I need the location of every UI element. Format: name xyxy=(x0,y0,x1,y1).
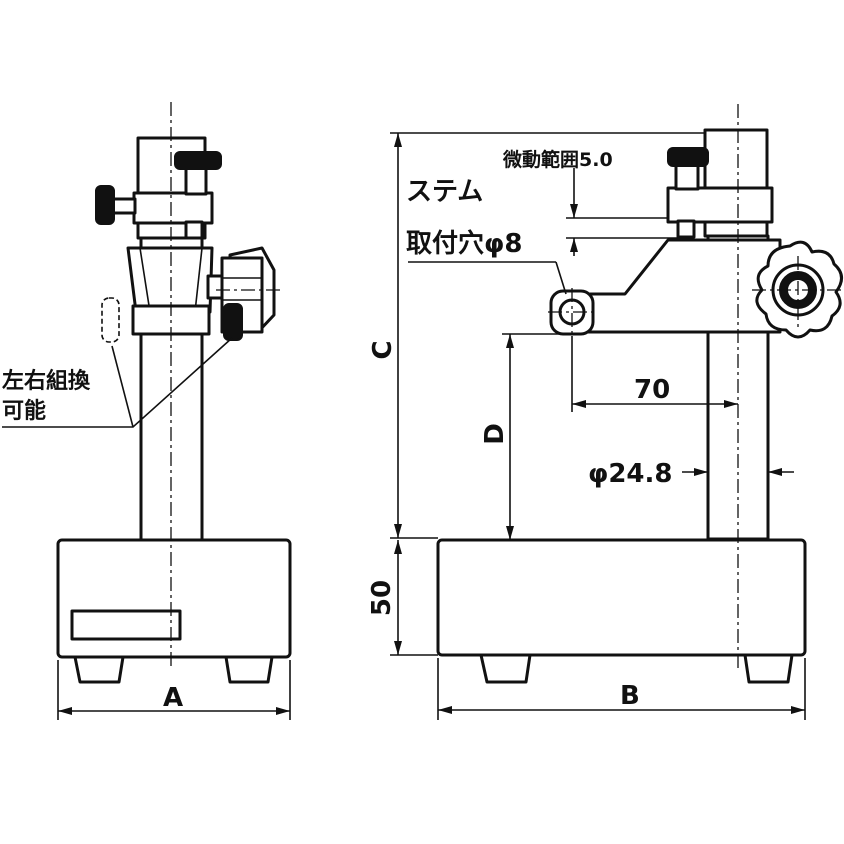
front-label-plate xyxy=(70,609,182,641)
side-foot-right xyxy=(743,653,794,684)
front-screw-bottom xyxy=(184,220,204,240)
dim-70-arrow-l xyxy=(572,400,586,408)
side-knob-top xyxy=(667,147,709,167)
front-view xyxy=(2,102,292,720)
dim-micro-arrow-bot xyxy=(570,238,578,252)
dim-70-label: 70 xyxy=(634,375,670,405)
side-screw-bottom xyxy=(676,219,696,239)
dim-micro-arrow-top xyxy=(570,204,578,218)
dim-50-arrow-top xyxy=(394,540,402,554)
dim-d-arrow-top xyxy=(506,334,514,348)
dim-dia-arrow-l xyxy=(694,468,708,476)
stem-hole-label-2: 取付穴φ8 xyxy=(406,229,522,259)
side-knob-top-shaft xyxy=(674,162,700,191)
dim-dia-arrow-r xyxy=(768,468,782,476)
swap-note-label-1: 左右組換 xyxy=(2,368,91,394)
dim-b-arrow-l xyxy=(438,706,452,714)
front-knob-left-shaft xyxy=(111,197,137,215)
dim-dia-label: φ24.8 xyxy=(588,459,673,489)
front-foot-left xyxy=(73,655,125,684)
front-arm-edge-r xyxy=(194,247,203,313)
front-arm-body xyxy=(126,246,214,314)
dim-a-arrow-l xyxy=(58,707,72,715)
stem-hole-leader-arrow xyxy=(555,261,567,295)
dim-d-label: D xyxy=(480,423,510,445)
dim-a-label: A xyxy=(163,683,183,713)
micro-range-label: 微動範囲5.0 xyxy=(502,148,613,171)
dim-c-arrow-top xyxy=(394,133,402,147)
dim-c-arrow-bot xyxy=(394,524,402,538)
dim-70-arrow-r xyxy=(724,400,738,408)
dim-50-label: 50 xyxy=(367,580,397,616)
swap-note-leader-2 xyxy=(111,345,134,428)
stem-hole-label-1: ステム xyxy=(406,177,483,207)
dim-d-arrow-bot xyxy=(506,526,514,540)
dim-a-arrow-r xyxy=(276,707,290,715)
swap-note-label-2: 可能 xyxy=(2,398,46,424)
side-view xyxy=(390,104,844,720)
front-fine-clamp xyxy=(132,191,214,225)
front-arm-edge-l xyxy=(139,247,151,313)
side-fine-clamp xyxy=(666,186,774,224)
front-knob-left xyxy=(95,185,115,225)
front-alt-position xyxy=(101,297,120,343)
dim-b-arrow-r xyxy=(791,706,805,714)
front-knob-top-shaft xyxy=(184,165,208,196)
dim-50-arrow-bot xyxy=(394,641,402,655)
side-base xyxy=(436,538,807,657)
front-foot-right xyxy=(224,655,274,684)
dim-b-label: B xyxy=(620,681,640,711)
dim-c-label: C xyxy=(368,340,398,359)
side-foot-left xyxy=(479,653,532,684)
front-knob-top xyxy=(174,151,222,170)
front-lock-screw xyxy=(223,303,243,341)
